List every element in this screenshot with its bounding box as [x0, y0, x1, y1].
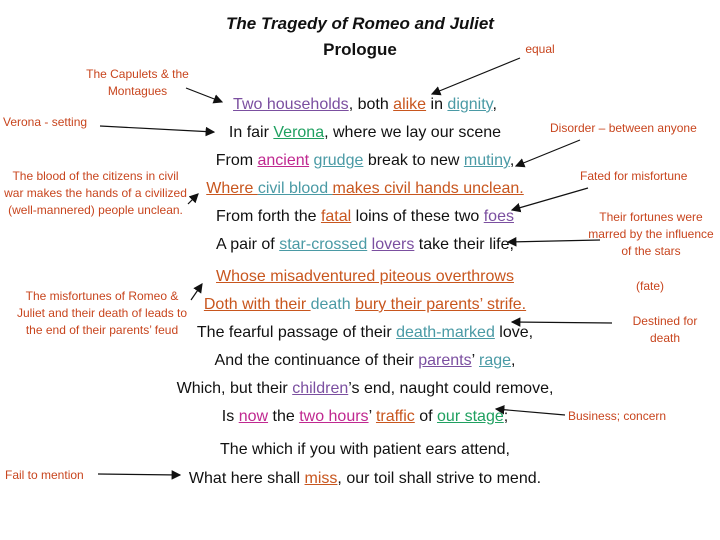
annotation-verona: Verona - setting [3, 115, 88, 129]
arrow-blood [187, 193, 199, 205]
poem-text: And the continuance of their [214, 352, 419, 369]
annotation-blood: The blood of the citizens in civil war m… [4, 169, 187, 217]
highlighted-word: Where [206, 180, 258, 197]
arrow-misfortunes [190, 283, 203, 301]
annotation-fate: (fate) [635, 279, 664, 293]
annotation-disorder: Disorder – between anyone [550, 121, 697, 135]
annotation-business: Business; concern [568, 409, 667, 423]
poem-text: ’s end, naught could remove, [348, 380, 554, 397]
highlighted-word: dignity [447, 96, 493, 113]
annotation-capulets: The Capulets & the Montagues [86, 67, 189, 98]
poem-text: Which, but their [176, 380, 293, 397]
highlighted-word: Whose misadventured piteous overthrows [216, 268, 514, 285]
poem-line: Whose misadventured piteous overthrows [0, 268, 720, 286]
annotation-fated: Fated for misfortune [580, 169, 688, 183]
slide-title: The Tragedy of Romeo and Juliet [226, 14, 494, 33]
highlighted-word: our stage [437, 408, 504, 425]
highlighted-word: children [292, 380, 349, 397]
poem-text: From forth the [216, 208, 321, 225]
highlighted-word: fatal [320, 208, 352, 225]
poem-line: Two households, both alike in dignity, [0, 96, 720, 114]
arrow-destined [510, 317, 613, 327]
poem-text: take their life; [414, 236, 514, 253]
highlighted-word: death-marked [396, 324, 495, 341]
highlighted-word: traffic [375, 408, 415, 425]
highlighted-word: makes civil hands unclean. [332, 180, 524, 197]
highlighted-word: parents [418, 352, 472, 369]
poem-text: of [414, 408, 438, 425]
highlighted-word: foes [483, 208, 514, 225]
poem-text: break to new [363, 152, 464, 169]
poem-line: Is now the two hours’ traffic of our sta… [0, 408, 720, 426]
poem-line: Where civil blood makes civil hands uncl… [0, 180, 720, 198]
arrow-business [494, 404, 566, 416]
highlighted-word: bury their parents’ strife. [355, 296, 527, 313]
poem-text: love, [494, 324, 534, 341]
highlighted-word: ancient [257, 152, 310, 169]
arrow-verona [99, 125, 216, 137]
poem-text: In fair [228, 124, 274, 141]
poem-text: ; [503, 408, 509, 425]
poem-line: From ancient grudge break to new mutiny, [0, 152, 720, 170]
poem-text: , where we lay our scene [324, 124, 502, 141]
poem-text: the [268, 408, 300, 425]
poem-text: A pair of [216, 236, 280, 253]
poem-text: , our toil shall strive to mend. [337, 470, 542, 487]
poem-text: , [511, 352, 516, 369]
highlighted-word: now [238, 408, 269, 425]
poem-text: , [509, 152, 515, 169]
slide-subtitle: Prologue [323, 40, 397, 59]
arrow-disorder [514, 139, 581, 168]
poem-text: loins of these two [351, 208, 484, 225]
poem-text: The fearful passage of their [196, 324, 397, 341]
annotation-destined: Destined for death [632, 314, 698, 345]
arrow-fortunes [506, 237, 601, 247]
poem-text: ’ [471, 352, 479, 369]
arrow-fail [97, 470, 182, 480]
highlighted-word: Doth with their [203, 296, 311, 313]
arrow-equal [430, 57, 521, 96]
poem-text: What here shall [188, 470, 305, 487]
highlighted-word: Verona [273, 124, 325, 141]
poem-text: , [492, 96, 497, 113]
poem-line: From forth the fatal loins of these two … [0, 208, 720, 226]
highlighted-word: alike [393, 96, 427, 113]
highlighted-word: grudge [313, 152, 364, 169]
annotation-misfortunes: The misfortunes of Romeo & Juliet and th… [16, 289, 188, 337]
highlighted-word: miss [304, 470, 338, 487]
arrow-capulets [185, 87, 224, 104]
highlighted-word: civil blood [257, 180, 333, 197]
poem-line: The which if you with patient ears atten… [0, 441, 720, 459]
poem-line: And the continuance of their parents’ ra… [0, 352, 720, 370]
poem-text: ’ [368, 408, 376, 425]
poem-text: The which if you with patient ears atten… [220, 441, 510, 458]
highlighted-word: two hours [299, 408, 369, 425]
annotation-fortunes: Their fortunes were marred by the influe… [588, 210, 714, 258]
highlighted-word: lovers [371, 236, 415, 253]
highlighted-word: rage [479, 352, 512, 369]
highlighted-word: death [310, 296, 356, 313]
poem-text: Is [221, 408, 239, 425]
poem-line: A pair of star-crossed lovers take their… [0, 236, 720, 254]
poem-text: in [426, 96, 448, 113]
poem-text: From [215, 152, 258, 169]
highlighted-word: star-crossed [279, 236, 368, 253]
annotation-fail: Fail to mention [5, 468, 84, 482]
poem-line: What here shall miss, our toil shall str… [0, 470, 720, 488]
highlighted-word: Two households [233, 96, 349, 113]
annotation-equal: equal [525, 42, 555, 56]
poem-line: The fearful passage of their death-marke… [0, 324, 720, 342]
poem-line: Which, but their children’s end, naught … [0, 380, 720, 398]
poem-line: In fair Verona, where we lay our scene [0, 124, 720, 142]
highlighted-word: mutiny [463, 152, 510, 169]
poem-line: Doth with their death bury their parents… [0, 296, 720, 314]
arrow-fated [510, 187, 589, 213]
poem-text: , both [348, 96, 394, 113]
